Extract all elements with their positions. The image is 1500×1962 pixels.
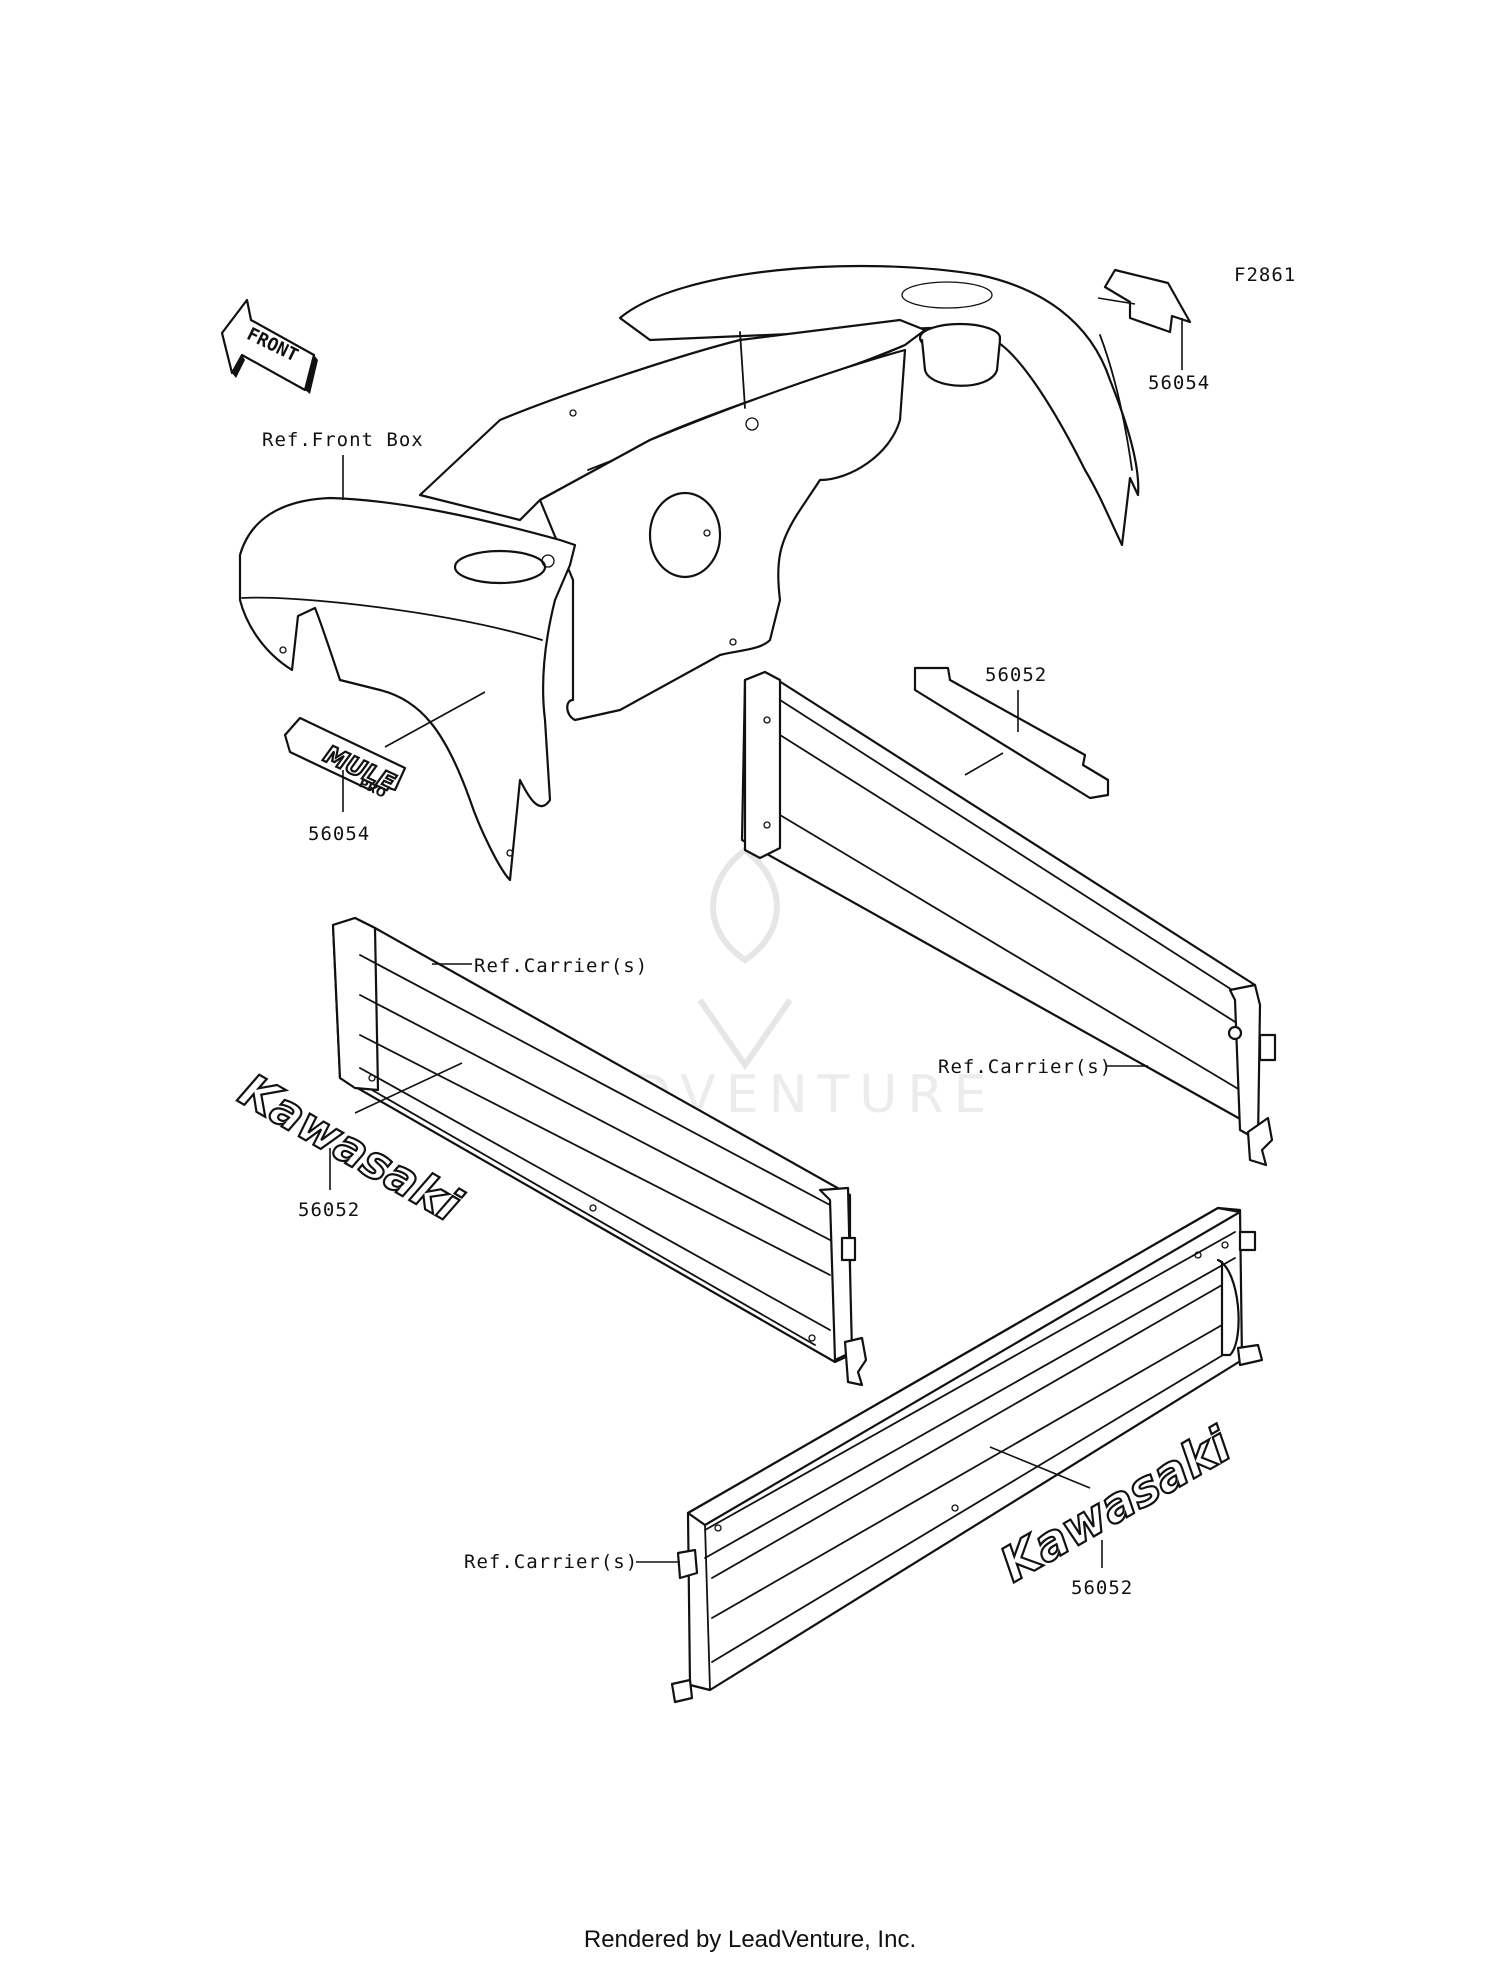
label-ref-carrier-left: Ref.Carrier(s) xyxy=(474,955,648,977)
part-number-emblem-kawasaki-left: 56052 xyxy=(298,1199,360,1221)
part-number-emblem-mule: 56054 xyxy=(308,823,370,845)
carrier-left-panel xyxy=(331,916,868,1387)
figure-code: F2861 xyxy=(1234,264,1296,286)
front-box-drawing xyxy=(238,264,1140,882)
carrier-label-right: 56052 xyxy=(913,664,1110,800)
front-arrow-icon: FRONT xyxy=(220,298,318,394)
carrier-right-panel xyxy=(740,670,1277,1167)
label-ref-carrier-right: Ref.Carrier(s) xyxy=(938,1056,1112,1078)
label-ref-carrier-tailgate: Ref.Carrier(s) xyxy=(464,1551,638,1573)
part-number-label-carrier-right: 56052 xyxy=(985,664,1047,686)
footer-credit: Rendered by LeadVenture, Inc. xyxy=(583,1926,917,1953)
fender-label-right: 56054 xyxy=(1097,268,1210,394)
part-number-label-fender-right: 56054 xyxy=(1148,372,1210,394)
part-number-emblem-kawasaki-tailgate: 56052 xyxy=(1071,1577,1133,1599)
tailgate-panel xyxy=(670,1206,1264,1704)
label-ref-front-box: Ref.Front Box xyxy=(262,429,424,451)
